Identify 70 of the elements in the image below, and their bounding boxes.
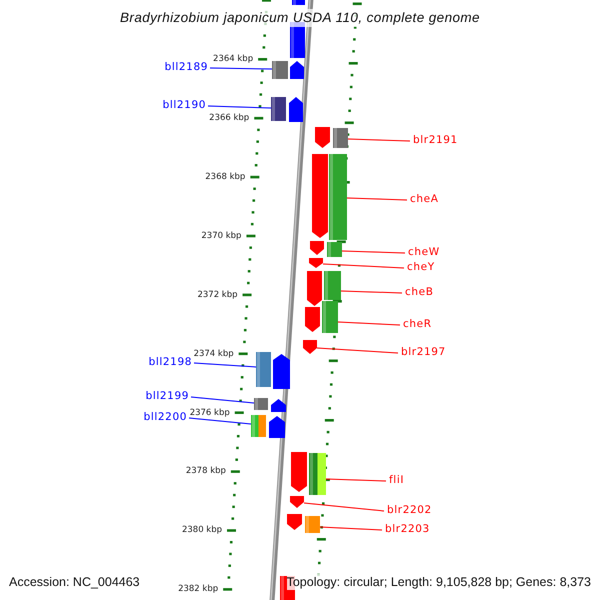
gene-label: cheA xyxy=(410,192,438,206)
gene-label: bll2200 xyxy=(144,410,187,424)
map-title: Bradyrhizobium japonicum USDA 110, complete genome xyxy=(118,9,482,27)
gene-feature xyxy=(310,241,324,255)
gene-feature xyxy=(324,271,341,300)
gene-label: blr2197 xyxy=(401,345,446,359)
scale-label: 2382 kbp xyxy=(178,583,218,595)
gene-feature xyxy=(271,399,286,412)
scale-label: 2380 kbp xyxy=(182,524,222,536)
leader-line xyxy=(210,68,272,70)
gene-label: bll2199 xyxy=(146,389,189,403)
gene-feature xyxy=(309,453,326,495)
scale-label: 2376 kbp xyxy=(190,407,230,419)
leader-line xyxy=(316,348,398,354)
gene-label: cheW xyxy=(408,245,440,259)
leader-line xyxy=(320,526,382,530)
leader-line xyxy=(338,322,400,326)
gene-feature xyxy=(273,354,290,389)
leader-line xyxy=(304,502,384,512)
gene-label: blr2202 xyxy=(387,503,432,517)
gene-feature xyxy=(333,128,348,148)
gene-label: cheY xyxy=(407,260,435,274)
leader-line xyxy=(348,138,410,142)
gene-feature xyxy=(269,416,285,438)
gene-label: bll2198 xyxy=(148,355,192,369)
gene-feature xyxy=(287,514,302,530)
accession-text: Accession: NC_004463 xyxy=(9,574,140,590)
gene-feature xyxy=(289,97,303,122)
gene-label: cheR xyxy=(403,317,432,331)
scale-label: 2372 kbp xyxy=(197,289,238,301)
gene-feature xyxy=(305,516,320,533)
gene-label: fliI xyxy=(389,473,404,487)
gene-feature xyxy=(327,242,342,257)
gene-feature xyxy=(271,97,286,121)
leader-line xyxy=(346,198,408,200)
leader-line xyxy=(322,264,404,268)
scale-label: 2368 kbp xyxy=(205,171,246,183)
gene-feature xyxy=(303,340,317,354)
scale-label: 2378 kbp xyxy=(186,465,226,477)
gene-feature xyxy=(290,496,304,508)
gene-label: blr2191 xyxy=(413,133,458,147)
gene-feature xyxy=(254,398,268,410)
scale-label: 2370 kbp xyxy=(201,230,242,242)
scale-label: 2364 kbp xyxy=(213,53,254,65)
gene-feature xyxy=(256,352,271,387)
gene-feature xyxy=(305,307,320,332)
gene-feature xyxy=(322,301,338,333)
gene-feature xyxy=(272,61,288,79)
leader-line xyxy=(340,290,402,294)
gene-label: bll2189 xyxy=(164,60,208,74)
leader-line xyxy=(188,418,252,424)
gene-feature xyxy=(312,154,328,238)
leader-line xyxy=(326,478,386,482)
gene-feature xyxy=(315,127,330,148)
gene-label: blr2203 xyxy=(385,522,430,536)
leader-line xyxy=(190,396,254,404)
gene-feature xyxy=(290,61,304,79)
scale-label: 2374 kbp xyxy=(194,348,234,360)
leader-line xyxy=(194,362,256,368)
gene-feature xyxy=(251,415,266,437)
gene-label: cheB xyxy=(405,285,434,299)
scale-label: 2366 kbp xyxy=(209,112,250,124)
gene-feature xyxy=(291,452,307,492)
gene-feature xyxy=(329,154,347,240)
leader-line xyxy=(208,106,272,108)
gene-feature xyxy=(292,0,305,5)
gene-label: bll2190 xyxy=(162,98,206,112)
gene-feature xyxy=(307,271,322,306)
leader-line xyxy=(342,250,406,254)
gene-feature xyxy=(309,258,323,268)
